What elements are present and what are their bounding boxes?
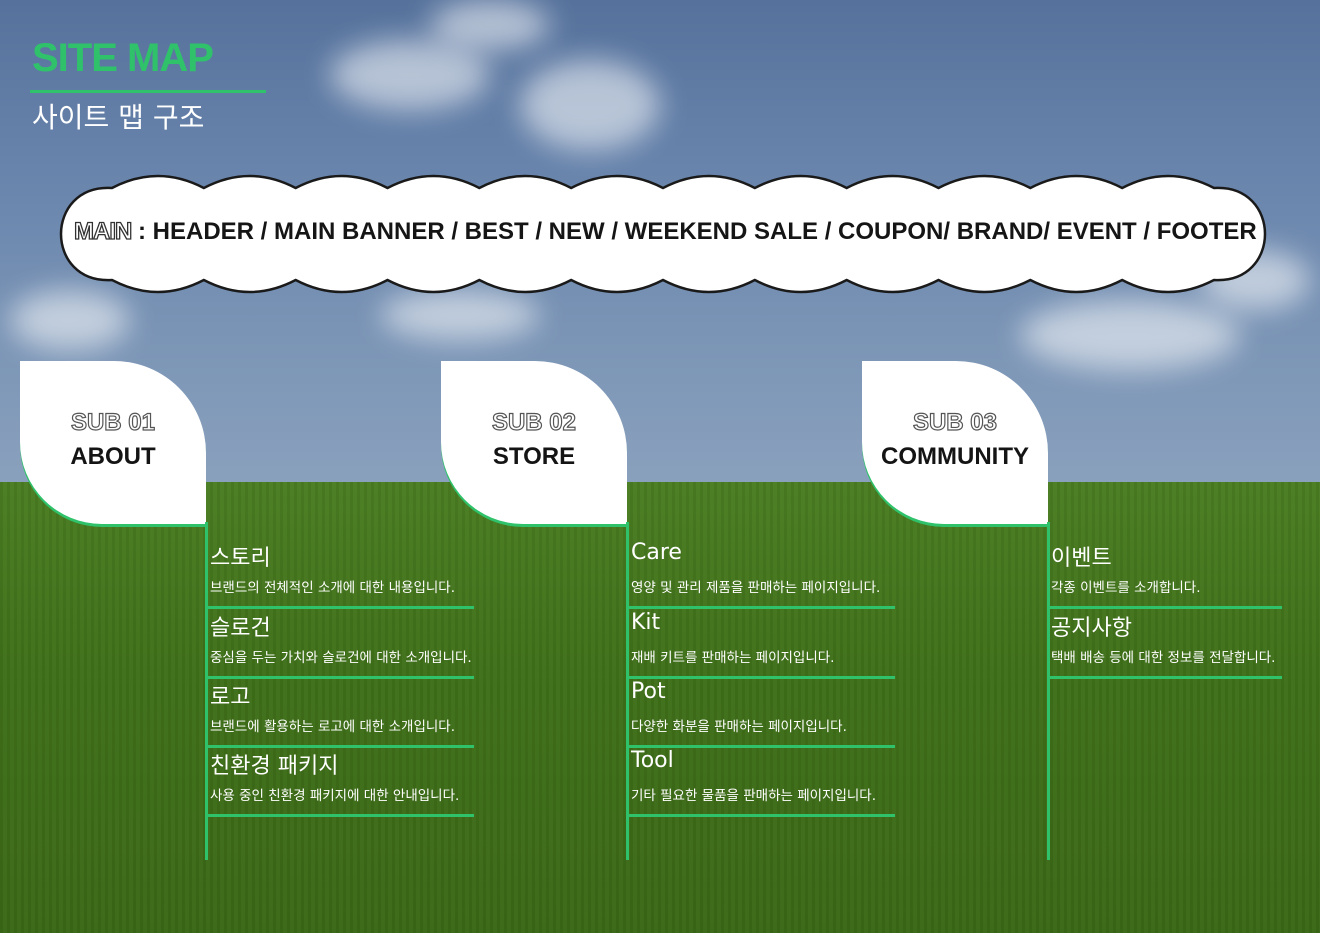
item-desc: 영양 및 관리 제품을 판매하는 페이지입니다. xyxy=(631,580,881,596)
item-title: Kit xyxy=(631,610,661,635)
section-line xyxy=(1047,522,1050,860)
item-title: 이벤트 xyxy=(1051,546,1112,571)
item-desc: 다양한 화분을 판매하는 페이지입니다. xyxy=(631,719,847,735)
item-title: 공지사항 xyxy=(1051,616,1132,641)
list-item[interactable]: 이벤트 각종 이벤트를 소개합니다. xyxy=(1047,540,1282,609)
list-item[interactable]: Care 영양 및 관리 제품을 판매하는 페이지입니다. xyxy=(627,540,895,609)
page-subtitle: 사이트 맵 구조 xyxy=(32,101,205,134)
tab-number: SUB 01 xyxy=(70,408,156,436)
main-structure-text: : HEADER / MAIN BANNER / BEST / NEW / WE… xyxy=(131,218,1257,245)
tab-sub01-about[interactable]: SUB 01 ABOUT xyxy=(20,361,206,524)
page-title: SITE MAP xyxy=(32,36,214,80)
list-item[interactable]: 공지사항 택배 배송 등에 대한 정보를 전달합니다. xyxy=(1047,610,1282,679)
item-desc: 기타 필요한 물품을 판매하는 페이지입니다. xyxy=(631,788,877,804)
item-desc: 각종 이벤트를 소개합니다. xyxy=(1051,580,1201,596)
list-item[interactable]: 슬로건 중심을 두는 가치와 슬로건에 대한 소개입니다. xyxy=(206,610,474,679)
main-structure: MAIN : HEADER / MAIN BANNER / BEST / NEW… xyxy=(73,217,1257,246)
item-desc: 사용 중인 친환경 패키지에 대한 안내입니다. xyxy=(210,788,460,804)
section-line xyxy=(205,522,208,860)
item-desc: 브랜드의 전체적인 소개에 대한 내용입니다. xyxy=(210,580,456,596)
tab-number: SUB 03 xyxy=(912,408,998,436)
item-title: 친환경 패키지 xyxy=(210,754,339,779)
list-item[interactable]: Kit 재배 키트를 판매하는 페이지입니다. xyxy=(627,610,895,679)
item-title: 스토리 xyxy=(210,546,271,571)
tab-name: STORE xyxy=(492,443,576,470)
tab-number: SUB 02 xyxy=(491,408,577,436)
list-item[interactable]: 친환경 패키지 사용 중인 친환경 패키지에 대한 안내입니다. xyxy=(206,748,474,817)
list-item[interactable]: Pot 다양한 화분을 판매하는 페이지입니다. xyxy=(627,679,895,748)
item-desc: 재배 키트를 판매하는 페이지입니다. xyxy=(631,650,835,666)
item-desc: 중심을 두는 가치와 슬로건에 대한 소개입니다. xyxy=(210,650,472,666)
tab-name: COMMUNITY xyxy=(881,443,1029,470)
item-title: Tool xyxy=(631,748,674,773)
item-title: 슬로건 xyxy=(210,616,271,641)
title-underline xyxy=(30,90,266,93)
list-item[interactable]: 스토리 브랜드의 전체적인 소개에 대한 내용입니다. xyxy=(206,540,474,609)
tab-name: ABOUT xyxy=(70,443,156,470)
item-title: Care xyxy=(631,540,682,565)
tab-sub02-store[interactable]: SUB 02 STORE xyxy=(441,361,627,524)
item-desc: 브랜드에 활용하는 로고에 대한 소개입니다. xyxy=(210,719,456,735)
item-title: 로고 xyxy=(210,685,251,710)
list-item[interactable]: Tool 기타 필요한 물품을 판매하는 페이지입니다. xyxy=(627,748,895,817)
section-line xyxy=(626,522,629,860)
item-title: Pot xyxy=(631,679,666,704)
item-desc: 택배 배송 등에 대한 정보를 전달합니다. xyxy=(1051,650,1276,666)
tab-sub03-community[interactable]: SUB 03 COMMUNITY xyxy=(862,361,1048,524)
grass-field xyxy=(0,482,1320,933)
main-cloud-banner xyxy=(59,174,1267,294)
main-label: MAIN xyxy=(73,217,133,245)
list-item[interactable]: 로고 브랜드에 활용하는 로고에 대한 소개입니다. xyxy=(206,679,474,748)
